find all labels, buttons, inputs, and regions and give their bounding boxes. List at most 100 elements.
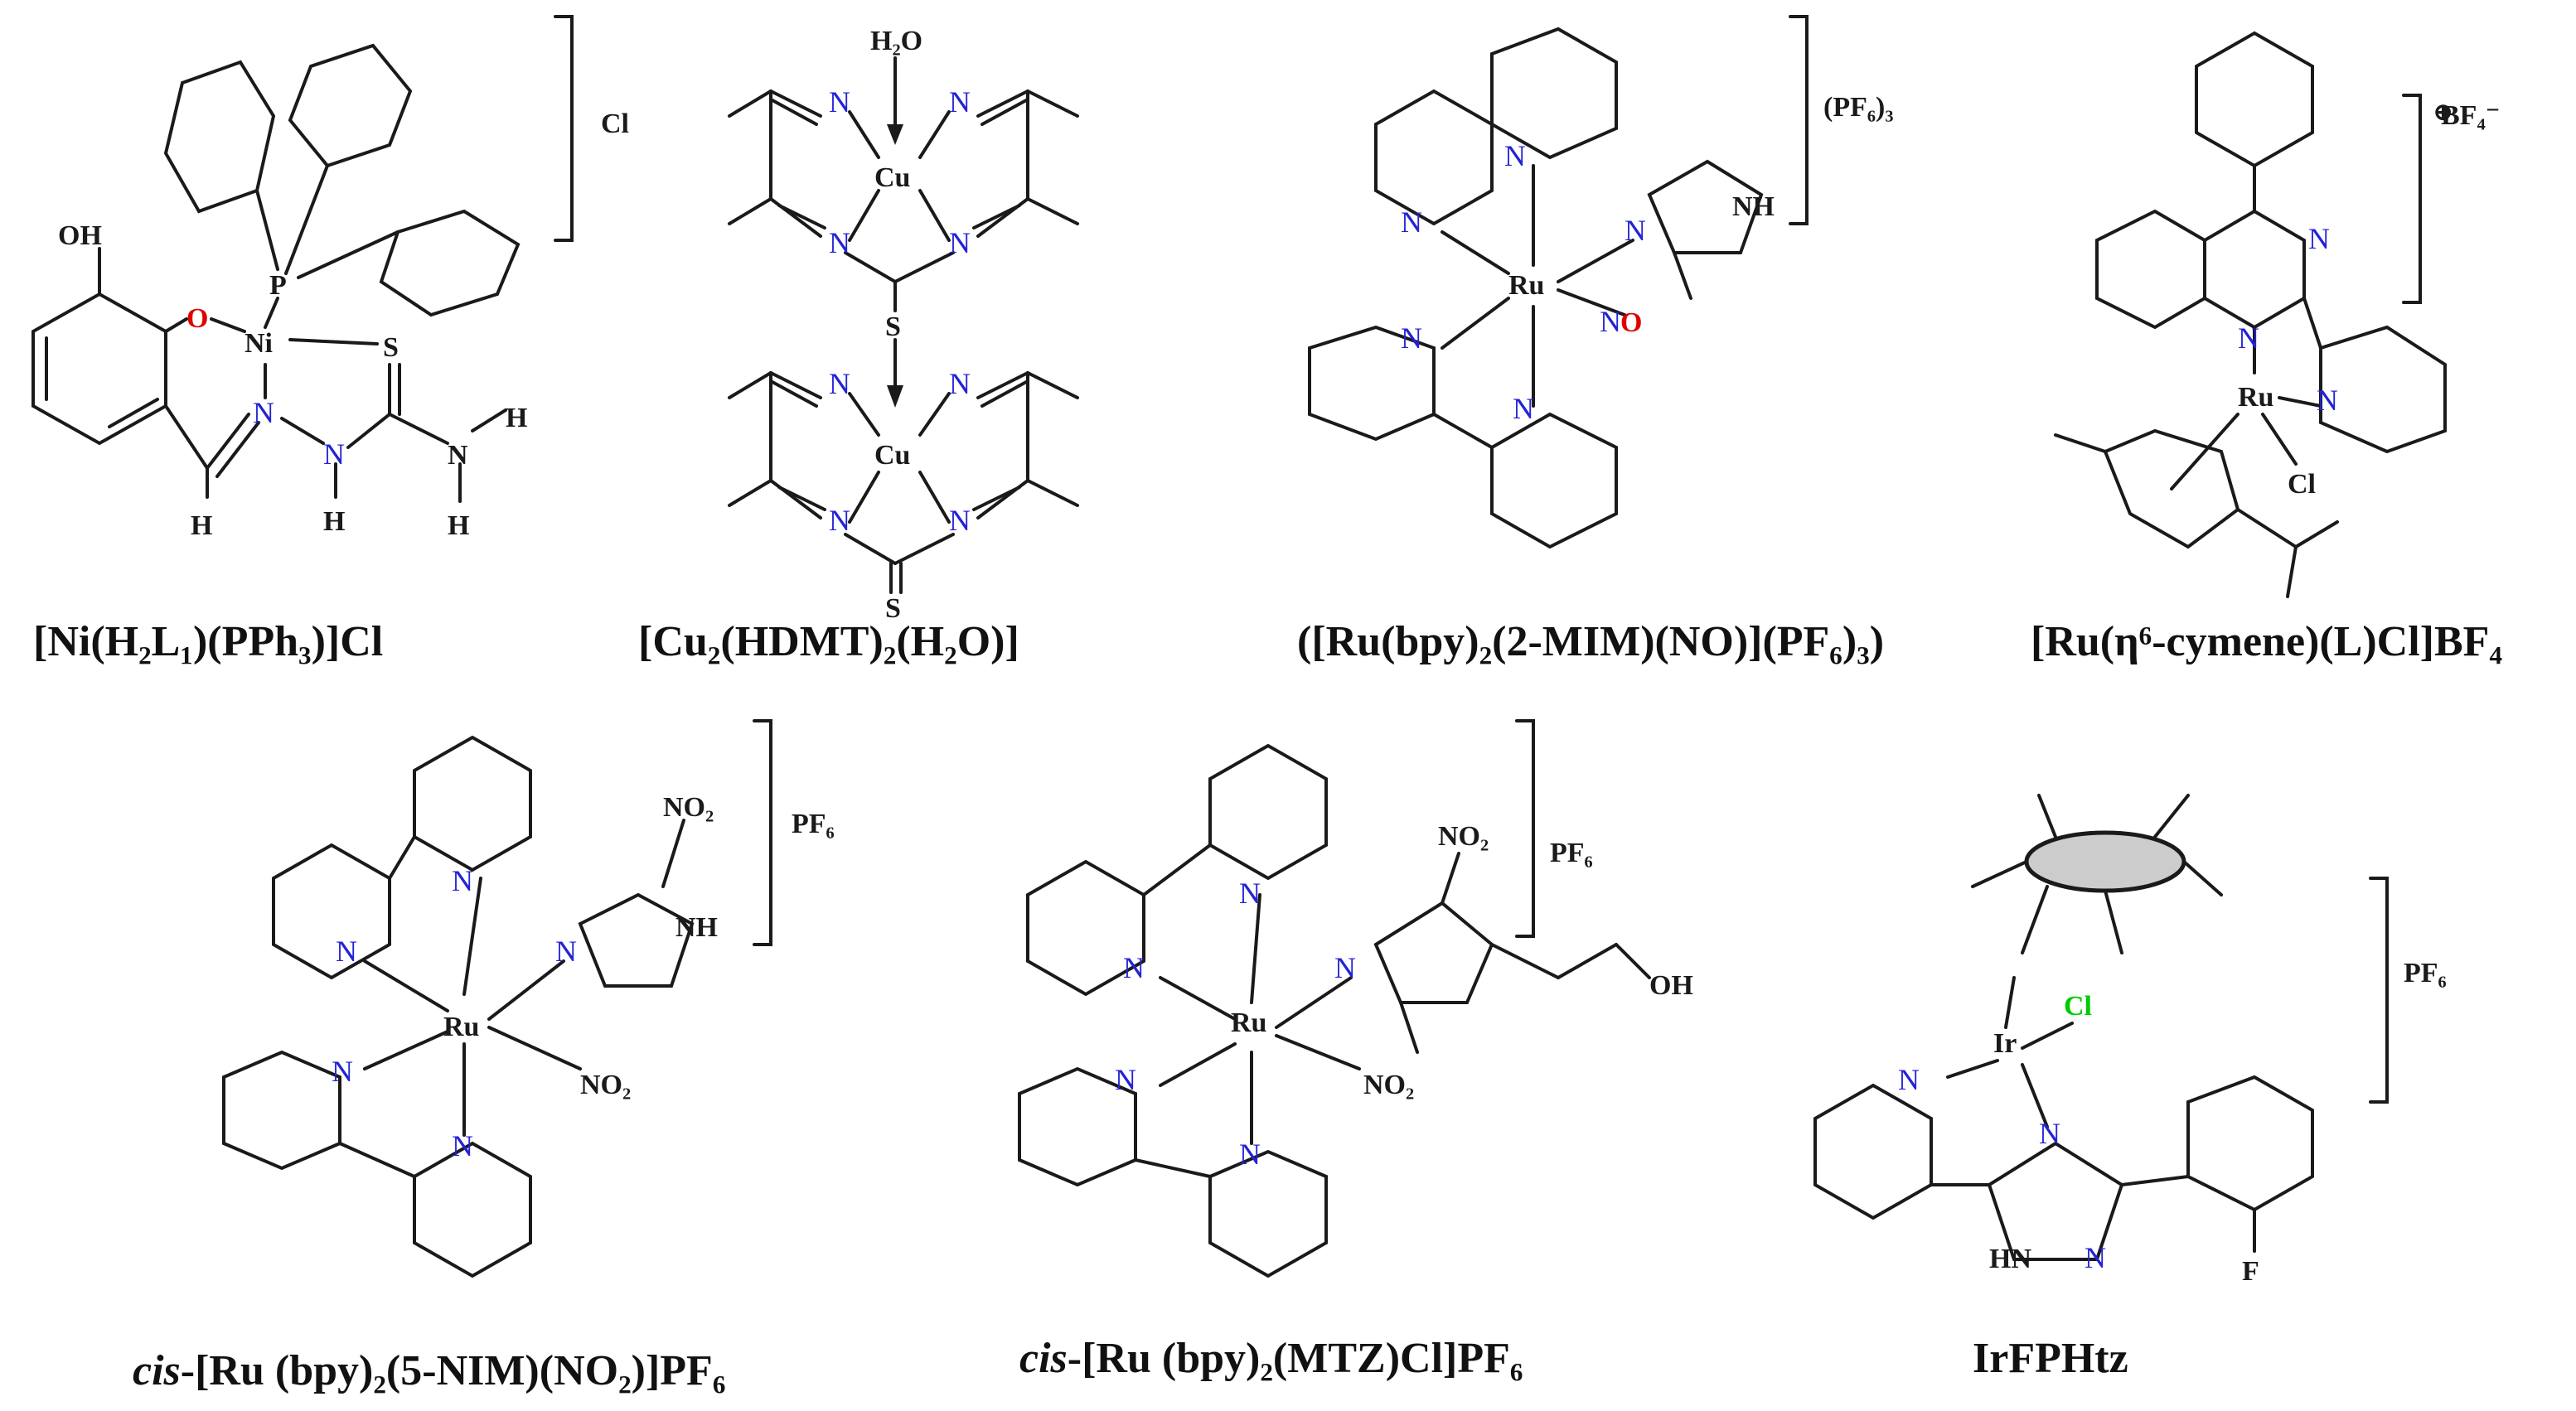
counterion: Cl <box>601 109 629 139</box>
caption-ni-complex: [Ni(H₂L₁)(PPh₃)]Cl <box>33 618 384 665</box>
bracket <box>2402 94 2422 304</box>
benzo-ring <box>2095 209 2206 330</box>
atom-label: N <box>829 367 850 400</box>
bracket <box>753 719 772 946</box>
atom-label: Cl <box>2064 991 2092 1022</box>
caption-ru-nim-no2: cis-[Ru (bpy)₂(5-NIM)(NO₂)]PF₆ <box>133 1347 726 1394</box>
atom-label: H <box>506 403 527 433</box>
atom-label: OH <box>1649 970 1693 1001</box>
atom-label: H₂O <box>870 26 922 56</box>
bracket <box>2369 877 2389 1104</box>
atom-label: NO₂ <box>1363 1070 1414 1100</box>
pyridine-ring <box>1374 89 1494 226</box>
phenol-ring <box>31 292 167 446</box>
atom-label: N <box>1513 392 1534 425</box>
atom-label: NO₂ <box>1438 821 1489 852</box>
pyridine-ring <box>1026 859 1145 997</box>
phenyl-ring-2 <box>288 43 413 168</box>
atom-label: N <box>1401 205 1422 239</box>
atom-label: N <box>1504 139 1526 172</box>
atom-label: N <box>448 440 468 471</box>
atom-label: HN <box>1989 1244 2031 1274</box>
pyridine-ring <box>1813 1083 1933 1220</box>
pyridine-ring <box>222 1050 341 1171</box>
structure-cu-dimer <box>728 56 1079 594</box>
atom-label: N <box>949 367 971 400</box>
atom-label: Ir <box>1993 1028 2017 1059</box>
atom-label: O <box>186 303 208 334</box>
atom-label: H <box>191 510 212 541</box>
atom-label: Cl <box>2288 469 2316 500</box>
atom-label: S <box>383 332 399 363</box>
caption-cu-dimer: [Cu₂(HDMT)₂(H₂O)] <box>638 618 1019 665</box>
atom-label: F <box>2242 1256 2259 1287</box>
atom-label: N <box>2085 1241 2106 1274</box>
phenyl-ring-3 <box>379 209 521 317</box>
caption-ru-cymene: [Ru(η⁶-cymene)(L)Cl]BF₄ <box>2031 618 2503 665</box>
atom-label: O <box>1620 307 1642 338</box>
caption-italic-prefix: cis <box>133 1347 181 1394</box>
pyridine-ring <box>1490 412 1618 549</box>
atom-label: N <box>949 226 971 259</box>
atom-label: Ni <box>245 328 273 359</box>
atom-label: N <box>829 504 850 537</box>
counterion: PF₆ <box>2404 958 2447 988</box>
atom-label: NH <box>1732 191 1775 222</box>
quinazoline-ring <box>2203 209 2306 330</box>
atom-label: S <box>885 312 901 342</box>
atom-label: N <box>336 935 357 968</box>
bracket <box>1789 15 1809 225</box>
pyridine-ring <box>1208 1149 1328 1278</box>
fluorophenyl-ring <box>2186 1075 2314 1212</box>
atom-label: H <box>323 506 345 537</box>
atom-label: N <box>332 1055 353 1088</box>
triazole-ring <box>1987 1141 2124 1261</box>
counterion: PF₆ <box>792 809 835 839</box>
atom-label: Ru <box>443 1012 479 1042</box>
charge: ⊕ <box>2433 99 2453 126</box>
atom-label: N <box>2039 1117 2060 1150</box>
atom-label: Ru <box>1231 1008 1266 1038</box>
imidazole-ring <box>578 892 695 988</box>
atom-label: N <box>1123 951 1145 984</box>
atom-label: S <box>885 593 901 624</box>
structure-ru-cymene <box>2054 31 2447 598</box>
bracket <box>1515 719 1535 938</box>
pyridine-ring <box>1490 27 1618 160</box>
atom-label: N <box>2308 222 2330 255</box>
atom-label: H <box>448 510 469 541</box>
atom-label: NO₂ <box>663 792 714 823</box>
atom-label: N <box>1239 1138 1261 1171</box>
atom-label: N <box>555 935 577 968</box>
imidazole-ring <box>1647 159 1764 254</box>
atom-label: N <box>253 396 274 429</box>
atom-label: N <box>1898 1063 1920 1096</box>
atom-label: N <box>323 437 345 471</box>
phenyl-ring <box>2195 31 2314 168</box>
atom-label: N <box>2317 384 2338 417</box>
atom-label: N <box>1600 305 1621 338</box>
structure-ru-nim-no2 <box>222 719 772 1278</box>
atom-label: Ru <box>2238 382 2273 413</box>
structure-ru-mim-no <box>1308 15 1809 549</box>
atom-label: NO₂ <box>580 1070 631 1100</box>
structure-ru-mtz <box>1018 719 1651 1278</box>
atom-label: N <box>829 226 850 259</box>
caption-ru-mtz: cis-[Ru (bpy)₂(MTZ)Cl]PF₆ <box>1019 1335 1523 1382</box>
pyridine-ring <box>413 1141 532 1278</box>
structure-ir-complex <box>1813 794 2389 1261</box>
atom-label: N <box>1334 951 1356 984</box>
atom-label: N <box>1239 877 1261 910</box>
pyridine-ring <box>2319 325 2447 454</box>
atom-label: N <box>452 864 473 897</box>
counterion: PF₆ <box>1550 838 1593 868</box>
phenyl-ring-1 <box>163 60 276 214</box>
atom-label: N <box>1625 214 1646 247</box>
pyridine-ring <box>1208 743 1328 881</box>
pyridine-ring <box>413 735 532 872</box>
atom-label: Cu <box>874 162 910 193</box>
cp-star-ring <box>2024 830 2186 893</box>
imidazole-ring <box>1373 901 1494 1004</box>
atom-label: Cu <box>874 440 910 471</box>
atom-label: OH <box>58 220 102 251</box>
